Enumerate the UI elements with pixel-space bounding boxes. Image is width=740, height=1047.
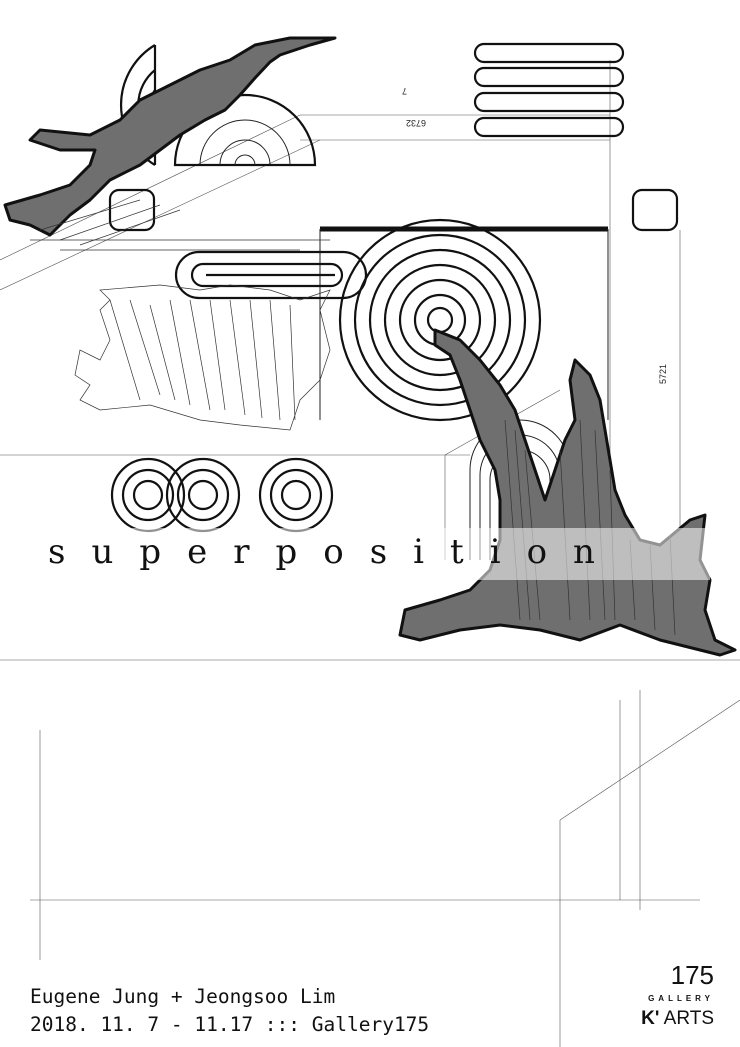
rounded-squares	[108, 188, 679, 232]
karts-logo-text: ARTS	[663, 1008, 714, 1029]
brush-stroke-top	[3, 36, 337, 237]
poster-title: superposition	[48, 532, 621, 572]
top-right-pills	[473, 42, 625, 138]
gallery-logo-number: 175	[670, 960, 714, 990]
black-frame	[319, 226, 609, 420]
karts-logo: K' ARTS	[641, 1008, 714, 1030]
artists-line: Eugene Jung + Jeongsoo Lim	[30, 985, 336, 1008]
title-band	[40, 528, 710, 580]
dimension-label-top-small: 7	[402, 86, 408, 96]
karts-logo-mark: K'	[641, 1008, 660, 1029]
gallery-logo-text: GALLERY	[648, 994, 714, 1003]
architectural-lines	[0, 60, 740, 1047]
credits: Eugene Jung + Jeongsoo Lim 2018. 11. 7 -…	[30, 983, 429, 1039]
dates-line: 2018. 11. 7 - 11.17 ::: Gallery175	[30, 1013, 430, 1036]
dimension-label-top: 6732	[406, 118, 427, 128]
brush-stroke-right	[398, 328, 737, 657]
concentric-circles-upper	[338, 218, 542, 422]
target-circles-row	[110, 457, 334, 533]
double-pill	[174, 250, 368, 300]
dimension-label-right: 5721	[658, 363, 668, 384]
sketch-cliff	[30, 199, 331, 431]
